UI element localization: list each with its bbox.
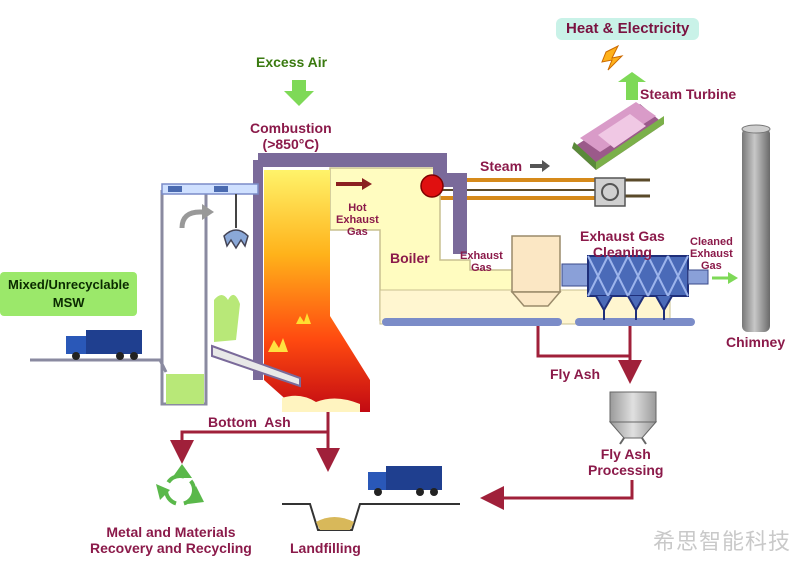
exhaust-gas-label: Exhaust Gas — [460, 250, 503, 274]
fly-ash-flow — [480, 326, 642, 510]
hot-exhaust-gas-label: Hot Exhaust Gas — [336, 202, 379, 238]
steam-arrow — [530, 160, 550, 172]
exhaust-gas-cleaning-label: Exhaust Gas Cleaning — [580, 228, 665, 260]
metal-recovery-label: Metal and Materials Recovery and Recycli… — [90, 524, 252, 556]
heat-arrow — [618, 72, 646, 100]
excess-air-label: Excess Air — [256, 54, 328, 70]
watermark: 希思智能科技 — [652, 530, 791, 555]
fly-ash-processing-label: Fly Ash Processing — [588, 446, 664, 478]
steam-label: Steam — [480, 158, 523, 174]
chimney-stack — [742, 128, 770, 332]
heat-electricity-label: Heat & Electricity — [556, 18, 700, 40]
fly-ash-silo-icon — [608, 391, 658, 445]
landfilling-label: Landfilling — [290, 540, 361, 556]
truck-icon-msw — [66, 330, 142, 360]
exhaust-cleaning-unit — [561, 255, 709, 320]
truck-icon-landfill — [368, 466, 442, 496]
cleaned-exhaust-gas-label: Cleaned Exhaust Gas — [690, 236, 733, 272]
bottom-ash-label: Bottom Ash — [208, 414, 291, 430]
fly-ash-label: Fly Ash — [550, 366, 601, 382]
lightning-icon — [601, 44, 624, 71]
steam-turbine-icon — [572, 102, 664, 170]
chimney-label: Chimney — [726, 334, 786, 350]
boiler-drum — [420, 174, 444, 198]
msw-label: Mixed/Unrecyclable MSW — [0, 272, 138, 316]
recycle-icon — [156, 464, 204, 506]
bottom-ash-flow — [170, 412, 340, 472]
steam-pipes — [440, 177, 650, 207]
landfill-pit — [282, 503, 460, 531]
cleaned-gas-arrow — [712, 272, 738, 284]
boiler-label: Boiler — [390, 250, 430, 266]
hot-gas-arrow — [336, 178, 372, 190]
filter-hopper — [510, 235, 562, 307]
combustion-chamber — [264, 170, 370, 412]
crane-grab-icon — [179, 194, 249, 250]
feed-chute — [211, 344, 301, 388]
excess-air-arrow — [284, 80, 314, 106]
combustion-label: Combustion (>850°C) — [250, 120, 332, 152]
waste-bunker — [30, 183, 259, 406]
steam-turbine-label: Steam Turbine — [640, 86, 737, 102]
